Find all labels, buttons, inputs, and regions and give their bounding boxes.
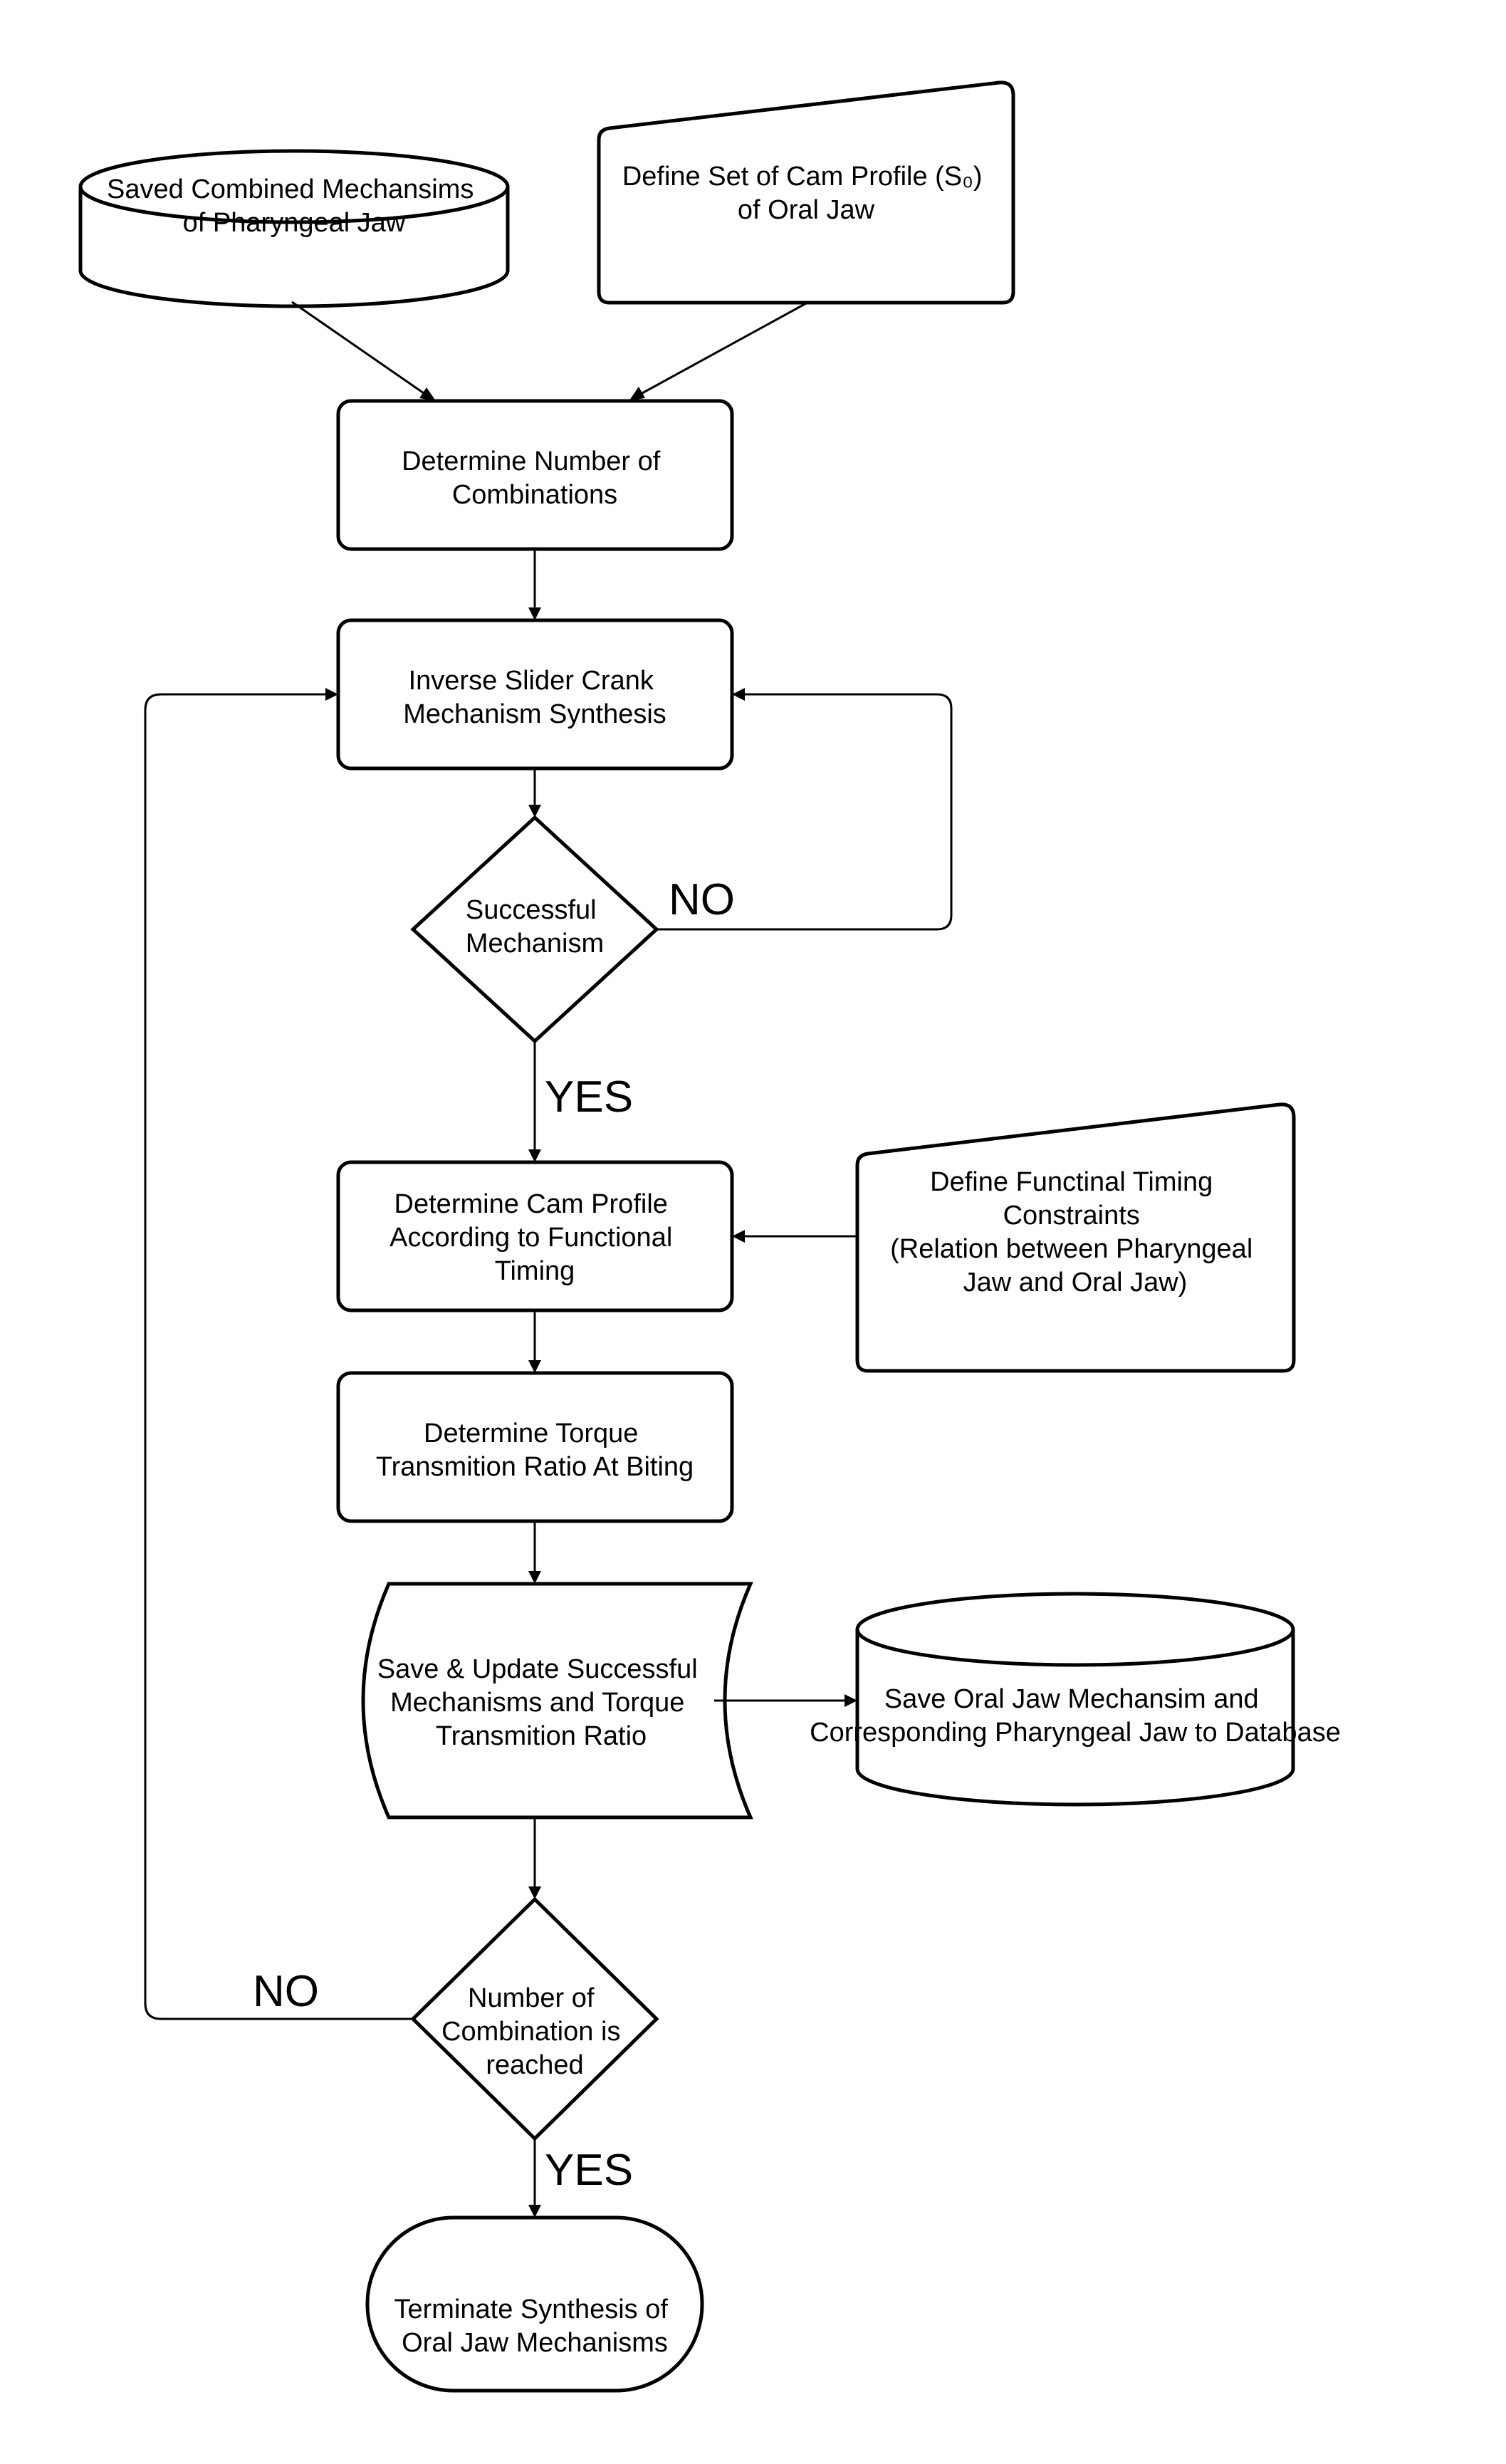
inverse-slider-crank-label: Inverse Slider Crank Mechanism Synthesis [403, 666, 666, 729]
define-cam-profile-label: Define Set of Cam Profile (S₀) of Oral J… [622, 162, 990, 225]
save-update-node [361, 1582, 753, 1820]
edge-torque-to-save [528, 1521, 541, 1584]
label-line: Transmition Ratio At Biting [376, 1452, 694, 1482]
label-line: Timing [495, 1256, 575, 1286]
successful-mechanism-label: Successful Mechanism [466, 895, 604, 959]
edge-save-to-decision [528, 1817, 541, 1899]
label-line: Number of [468, 1983, 595, 2013]
define-timing-label: Define Functinal Timing Constraints (Rel… [890, 1167, 1260, 1298]
label-line: Corresponding Pharyngeal Jaw to Database [810, 1718, 1341, 1748]
edge-saved-to-combinations [291, 301, 436, 401]
label-line: of Pharyngeal Jaw [183, 208, 406, 238]
edge-inverse-to-decision [528, 768, 541, 818]
terminate-label: Terminate Synthesis of Oral Jaw Mechanis… [394, 2295, 676, 2358]
edge-cam-profile-to-combinations [629, 302, 807, 400]
edge-decision-yes-terminate [528, 2139, 541, 2218]
label-line: (Relation between Pharyngeal [890, 1234, 1253, 1264]
label-line: According to Functional [389, 1223, 672, 1253]
label-line: Save & Update Successful [377, 1654, 698, 1684]
edge-label-yes: YES [545, 1072, 633, 1122]
edge-label-no: NO [669, 875, 735, 924]
label-line: Save Oral Jaw Mechansim and [884, 1684, 1259, 1714]
label-line: Oral Jaw Mechanisms [402, 2328, 668, 2358]
label-line: Mechanism Synthesis [403, 699, 666, 729]
label-line: Jaw and Oral Jaw) [963, 1268, 1188, 1298]
label-line: Define Functinal Timing [930, 1167, 1213, 1197]
define-cam-profile-node [597, 80, 1015, 305]
label-line: Constraints [1003, 1201, 1140, 1231]
edge-decision-yes [528, 1041, 541, 1162]
label-line: Define Set of Cam Profile (S₀) [622, 162, 983, 192]
determine-combinations-label: Determine Number of Combinations [402, 447, 668, 510]
edge-cam-profile-to-torque [528, 1310, 541, 1373]
define-timing-node [855, 1102, 1296, 1373]
edge-decision-no-loop [657, 688, 953, 931]
label-line: Determine Number of [402, 447, 661, 476]
combination-reached-label: Number of Combination is reached [441, 1983, 628, 2080]
edge-combinations-to-inverse [528, 549, 541, 620]
label-line: of Oral Jaw [738, 195, 875, 225]
determine-torque-label: Determine Torque Transmition Ratio At Bi… [376, 1419, 694, 1482]
label-line: Determine Torque [424, 1419, 638, 1448]
label-line: Mechanism [466, 929, 604, 959]
edge-label-no: NO [253, 1967, 319, 2016]
label-line: Saved Combined Mechansims [107, 174, 474, 204]
save-update-label: Save & Update Successful Mechanisms and … [377, 1654, 705, 1751]
label-line: Combination is [441, 2017, 620, 2047]
saved-combined-mechanisms-node [78, 149, 510, 308]
label-line: reached [486, 2050, 583, 2080]
save-database-label: Save Oral Jaw Mechansim and Correspondin… [810, 1684, 1341, 1748]
determine-cam-profile-label: Determine Cam Profile According to Funct… [389, 1189, 680, 1286]
label-line: Combinations [452, 480, 617, 510]
label-line: Transmition Ratio [436, 1721, 647, 1751]
saved-combined-label: Saved Combined Mechansims of Pharyngeal … [107, 174, 481, 238]
label-line: Mechanisms and Torque [390, 1688, 684, 1718]
label-line: Determine Cam Profile [394, 1189, 668, 1219]
label-line: Terminate Synthesis of [394, 2295, 669, 2324]
edge-decision-no-loop-back [144, 688, 413, 2020]
label-line: Successful [466, 895, 597, 925]
save-database-node [855, 1592, 1295, 1807]
edge-timing-to-cam-profile [732, 1230, 857, 1243]
edge-label-yes: YES [545, 2146, 633, 2195]
label-line: Inverse Slider Crank [409, 666, 654, 696]
edge-save-to-database [714, 1694, 857, 1707]
